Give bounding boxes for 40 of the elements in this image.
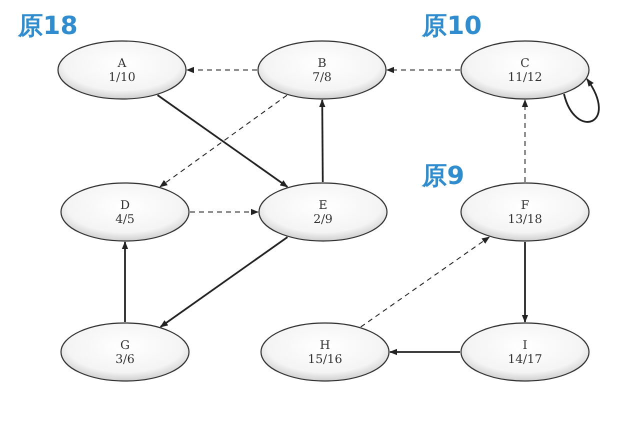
node-ellipse xyxy=(60,182,190,242)
node-ellipse xyxy=(258,182,388,242)
node-fraction: 15/16 xyxy=(306,352,344,366)
node-ellipse xyxy=(60,322,190,382)
arrow xyxy=(389,348,460,356)
arrow xyxy=(360,236,490,328)
node-ellipse xyxy=(257,40,387,100)
node-letter: E xyxy=(318,198,328,212)
arrow xyxy=(386,66,460,74)
node-fraction: 2/9 xyxy=(312,212,334,226)
node-fraction: 4/5 xyxy=(114,212,136,226)
node-letter: C xyxy=(519,56,531,70)
node-fraction: 7/8 xyxy=(311,70,333,84)
annotation-text: 原18 xyxy=(18,12,78,40)
node-ellipse xyxy=(57,40,187,100)
arrow xyxy=(122,241,128,322)
node-fraction: 14/17 xyxy=(506,352,544,366)
node-fraction: 13/18 xyxy=(506,212,544,226)
node-letter: I xyxy=(522,338,528,352)
arrow xyxy=(190,208,259,216)
node-letter: A xyxy=(116,56,128,70)
node-ellipse xyxy=(460,40,590,100)
arrow xyxy=(522,99,528,182)
node-letter: G xyxy=(119,338,131,352)
arrow xyxy=(563,78,600,123)
node-letter: D xyxy=(119,198,131,212)
node-letter: B xyxy=(316,56,328,70)
node-ellipse xyxy=(460,322,590,382)
node-fraction: 1/10 xyxy=(108,70,136,84)
node-letter: H xyxy=(318,338,332,352)
arrow xyxy=(186,66,258,74)
node-fraction: 11/12 xyxy=(506,70,544,84)
annotation-text: 原9 xyxy=(422,162,464,190)
arrow xyxy=(160,236,288,328)
arrow xyxy=(319,99,326,182)
arrow xyxy=(522,242,528,323)
annotation-text: 原10 xyxy=(422,12,482,40)
node-letter: F xyxy=(520,198,530,212)
node-ellipse xyxy=(260,322,390,382)
node-fraction: 3/6 xyxy=(114,352,136,366)
